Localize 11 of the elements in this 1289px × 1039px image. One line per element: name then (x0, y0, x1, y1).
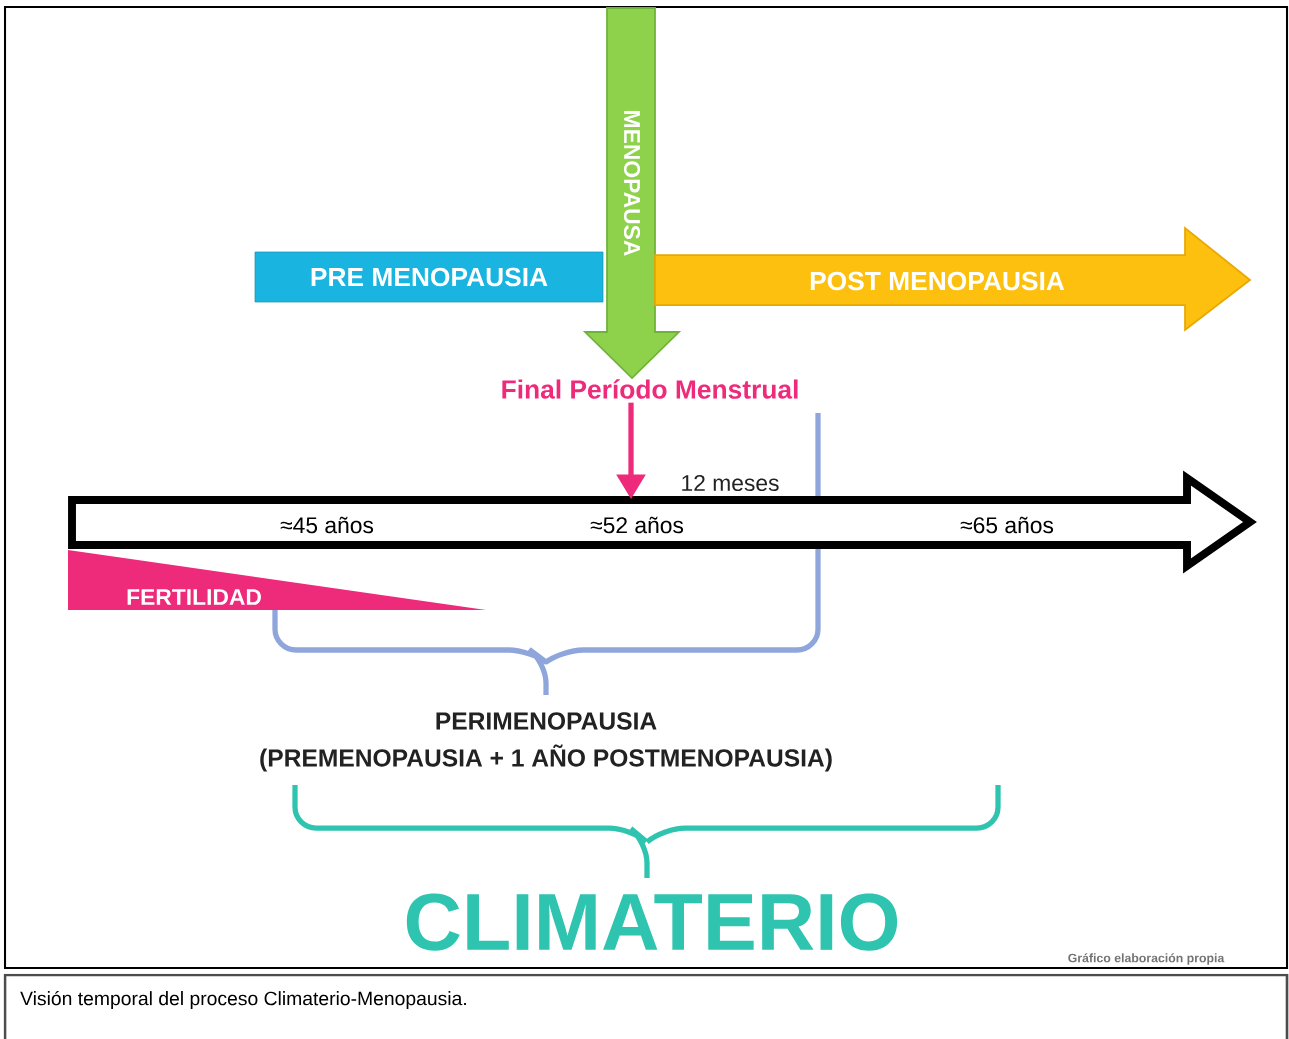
bracket-label: CLIMATERIO (406, 893, 898, 951)
node-label: ≈65 años (960, 516, 1054, 534)
source-note: Gráfico elaboración propia (1068, 953, 1225, 965)
caption: Visión temporal del proceso Climaterio-Menopausia. (20, 990, 466, 1010)
node-label: ≈52 años (590, 516, 684, 534)
event-label: Final Período Menstrual (502, 379, 798, 399)
bracket-label: PERIMENOPAUSIA (436, 712, 657, 730)
label-box: PRE MENOPAUSIA (254, 251, 604, 303)
node-label: ≈45 años (280, 516, 374, 534)
bracket-label: (PREMENOPAUSIA + 1 AÑO POSTMENOPAUSIA) (260, 744, 832, 772)
duration-label: 12 meses (682, 474, 779, 492)
